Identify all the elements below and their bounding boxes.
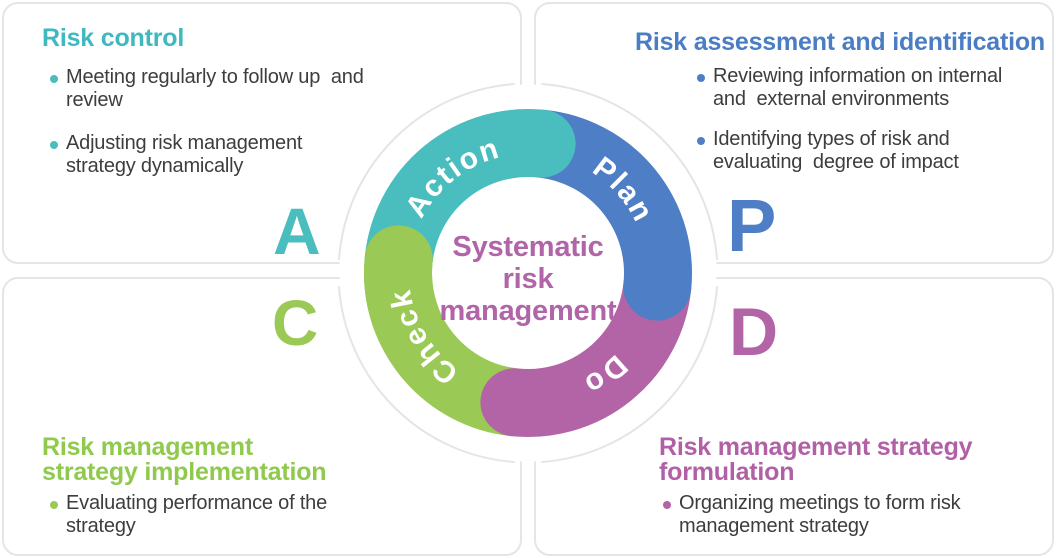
letter-p: P [727,184,777,267]
strategy-formulation-title: Risk management strategy formulation [659,433,973,486]
card-risk-assessment: Risk assessment and identification Revie… [534,2,1054,264]
letter-a: A [273,194,321,268]
list-item: Identifying types of risk and evaluating… [697,128,1042,174]
bullet-dot [50,141,58,149]
card-strategy-formulation: Risk management strategy formulation Org… [534,277,1054,556]
bullet-dot [50,501,58,509]
list-item: Adjusting risk management strategy dynam… [50,132,470,178]
card-strategy-implementation: Risk management strategy implementation … [2,277,522,556]
bullet-text: Reviewing information on internal and ex… [713,65,1003,110]
list-item: Reviewing information on internal and ex… [697,65,1042,111]
bullet-text: Identifying types of risk and evaluating… [713,128,959,173]
strategy-implementation-title: Risk management strategy implementation [42,433,327,486]
list-item: Evaluating performance of the strategy [50,492,470,538]
risk-control-title: Risk control [42,24,185,52]
list-item: Meeting regularly to follow up and revie… [50,66,470,112]
bullet-dot [697,137,705,145]
bullet-dot [697,74,705,82]
bullet-text: Meeting regularly to follow up and revie… [66,66,364,111]
letter-c: C [272,287,319,359]
card-risk-control: Risk control Meeting regularly to follow… [2,2,522,264]
bullet-text: Adjusting risk management strategy dynam… [66,132,303,177]
bullet-dot [663,501,671,509]
bullet-text: Evaluating performance of the strategy [66,492,328,537]
bullet-dot [50,75,58,83]
risk-assessment-title: Risk assessment and identification [635,28,1045,56]
letter-d: D [729,294,779,370]
list-item: Organizing meetings to form risk managem… [663,492,1043,538]
bullet-text: Organizing meetings to form risk managem… [679,492,961,537]
